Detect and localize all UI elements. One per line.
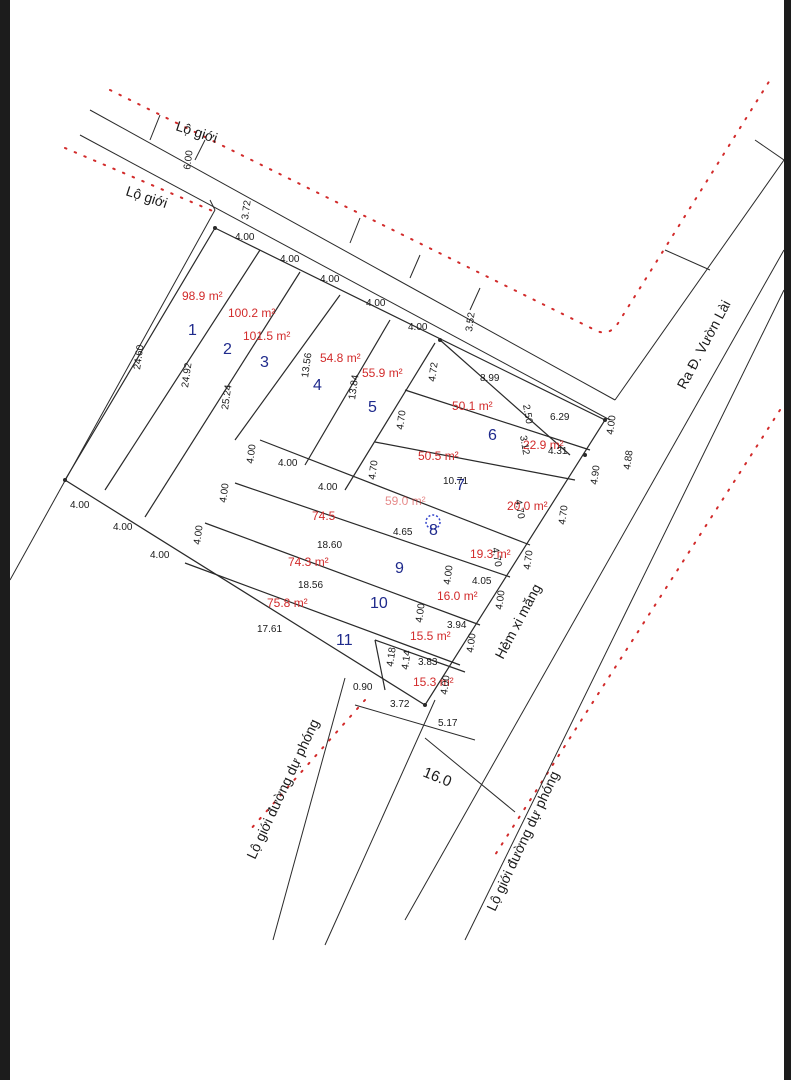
lot-8-smudge-mark (425, 514, 441, 530)
dim-3-72-top: 3.72 (240, 199, 254, 220)
road-label-lo-gioi-du-phong-right: Lộ giới đường dự phóng (483, 768, 562, 913)
lot-number-8: 8 (429, 522, 438, 539)
area-lot-3: 101.5 m² (243, 329, 290, 343)
dim-4-14: 4.14 (400, 649, 414, 670)
dim-4-00-i: 4.00 (318, 482, 338, 493)
area-lot-1: 98.9 m² (182, 289, 223, 303)
road-label-lo-gioi-du-phong-left: Lộ giới đường dự phóng (243, 716, 322, 861)
dim-3-12: 3.12 (517, 435, 531, 457)
dim-4-00-o: 4.00 (494, 589, 508, 610)
area-15-3: 15.3 m² (413, 675, 454, 689)
area-smudge: 59.0 m² (385, 494, 426, 508)
road-label-ra-vuon-lai: Ra Đ. Vườn Lài (674, 297, 734, 391)
lot-number-2: 2 (223, 341, 232, 358)
area-lot-10: 16.0 m² (437, 589, 478, 603)
dim-4-00-b: 4.00 (280, 254, 300, 265)
area-20-0: 20.0 m² (507, 499, 548, 513)
area-lot-4: 54.8 m² (320, 351, 361, 365)
dim-4-00-g: 4.00 (245, 443, 259, 464)
dim-4-00-n-left: 4.00 (150, 550, 170, 561)
dim-ticks (63, 226, 607, 707)
dim-6-29: 6.29 (550, 412, 570, 423)
dim-18-60: 18.60 (317, 540, 342, 551)
lot-number-10: 10 (370, 595, 388, 612)
dim-4-00-m: 4.00 (192, 524, 206, 545)
dim-4-05: 4.05 (472, 576, 492, 587)
dim-4-70-e: 4.70 (489, 547, 503, 569)
area-lot-7: 50.5 m² (418, 449, 459, 463)
dim-4-31: 4.31 (548, 446, 568, 457)
dotted-boundary-right (494, 409, 781, 856)
dim-4-90: 4.90 (589, 464, 603, 485)
dim-3-72-bottom: 3.72 (390, 699, 410, 710)
dim-4-00-j: 4.00 (218, 482, 232, 503)
dim-4-00-e: 4.00 (408, 322, 428, 333)
dim-4-00-a: 4.00 (235, 232, 255, 243)
dim-4-70-d: 4.70 (557, 504, 571, 525)
dim-3-52: 3.52 (464, 311, 478, 332)
area-19-3: 19.3 m² (470, 547, 511, 561)
area-lot-2: 100.2 m² (228, 306, 275, 320)
dim-4-70-c: 4.70 (512, 499, 526, 521)
dotted-boundaries (64, 79, 781, 856)
area-15-5: 15.5 m² (410, 629, 451, 643)
dim-6-00: 6.00 (182, 149, 196, 170)
lot-number-3: 3 (260, 354, 269, 371)
plan-drawing: Lộ giới Lộ giới Ra Đ. Vườn Lài Hẻm xi mă… (10, 79, 784, 946)
lot-number-11: 11 (336, 632, 353, 649)
area-22-9: 22.9 m² (523, 438, 564, 452)
dim-3-94: 3.94 (447, 620, 467, 631)
dim-4-70-b: 4.70 (367, 459, 381, 480)
dim-13-84: 13.84 (347, 374, 361, 401)
road-lines (10, 109, 784, 946)
dim-4-70-a: 4.70 (395, 409, 409, 430)
dim-4-00-q: 4.00 (465, 632, 479, 653)
dim-4-00-h: 4.00 (278, 458, 298, 469)
area-lot-6: 50.1 m² (452, 399, 493, 413)
area-lot-5: 55.9 m² (362, 366, 403, 380)
dim-3-83: 3.83 (418, 657, 438, 668)
dim-13-56: 13.56 (300, 352, 314, 379)
dim-4-00-f: 4.00 (605, 414, 619, 435)
dim-4-65: 4.65 (393, 527, 413, 538)
dim-4-00-d: 4.00 (366, 298, 386, 309)
road-label-lo-gioi-second: Lộ giới (124, 183, 170, 211)
dim-4-00-n: 4.00 (442, 564, 456, 585)
dim-5-17: 5.17 (438, 718, 458, 729)
dim-25-24: 25.24 (220, 384, 234, 411)
land-subdivision-plan: Lộ giới Lộ giới Ra Đ. Vườn Lài Hẻm xi mă… (10, 0, 784, 1080)
lot-number-1: 1 (188, 322, 197, 339)
dim-17-61: 17.61 (257, 624, 282, 635)
dim-8-99: 8.99 (480, 373, 500, 384)
road-width-label: 16.0 (421, 764, 454, 791)
dim-4-00-r: 4.00 (439, 674, 453, 695)
dim-24-60: 24.60 (132, 344, 146, 371)
lot-number-9: 9 (395, 560, 404, 577)
road-label-lo-gioi-top: Lộ giới (174, 118, 220, 146)
lot-number-6: 6 (488, 427, 497, 444)
dim-18-56: 18.56 (298, 580, 323, 591)
area-lot-11: 75.8 m² (267, 596, 308, 610)
dim-10-71: 10.71 (443, 476, 468, 487)
dim-2-50: 2.50 (520, 404, 534, 426)
dim-24-92: 24.92 (180, 362, 194, 389)
dim-4-88: 4.88 (622, 449, 636, 470)
lot-number-4: 4 (313, 377, 322, 394)
parcel-lines (64, 227, 606, 706)
lot-number-7: 7 (456, 477, 465, 494)
dim-4-70-f: 4.70 (522, 549, 536, 570)
dim-0-90: 0.90 (353, 682, 373, 693)
dim-4-00-l: 4.00 (113, 522, 133, 533)
lot-number-5: 5 (368, 399, 377, 416)
area-74-3: 74.3 m² (288, 555, 329, 569)
dim-4-00-c: 4.00 (320, 274, 340, 285)
dim-4-00-p: 4.00 (414, 602, 428, 623)
dotted-boundary-top-left (64, 147, 216, 213)
dim-4-18: 4.18 (385, 646, 399, 667)
dim-4-72: 4.72 (427, 361, 441, 382)
dim-4-00-k: 4.00 (70, 500, 90, 511)
area-lot-8: 74.5 (312, 509, 336, 523)
